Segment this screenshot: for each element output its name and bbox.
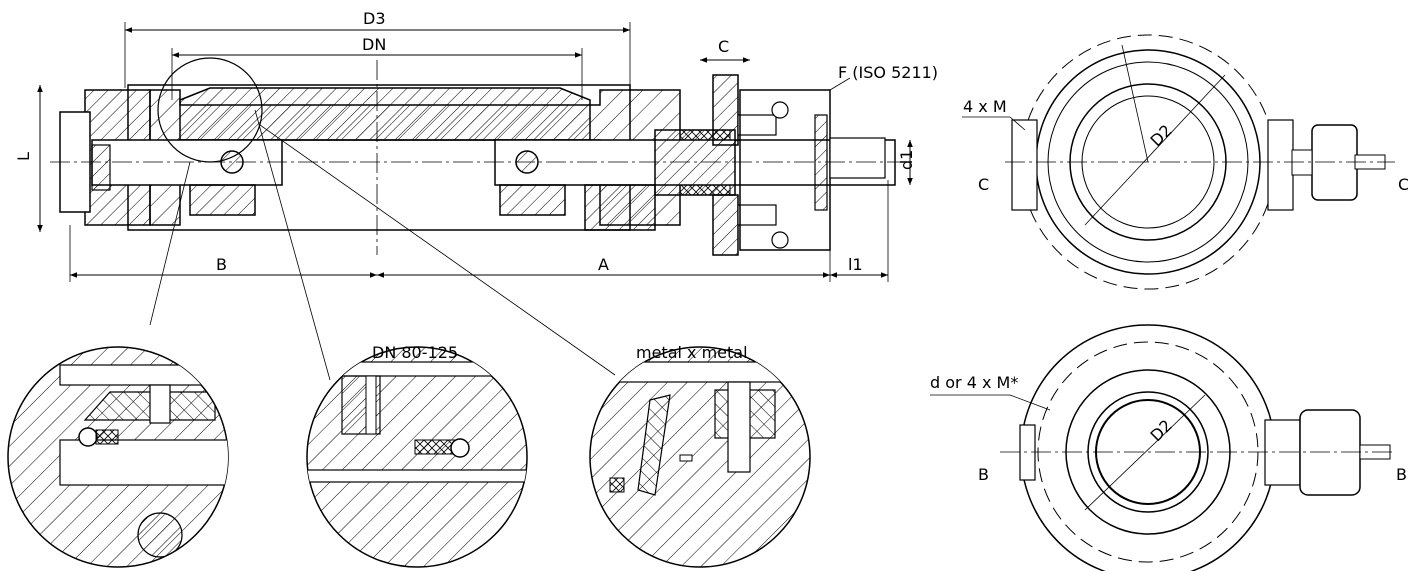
label-b-left: B <box>978 465 989 484</box>
detail-1 <box>7 346 229 568</box>
front-view-top <box>962 34 1395 290</box>
label-dn: DN <box>362 35 386 54</box>
label-a-dim: A <box>598 255 609 274</box>
label-metal-seat: metal x metal <box>636 343 748 362</box>
label-d3: D3 <box>363 9 386 28</box>
detail-2 <box>306 346 528 568</box>
label-dn-range: DN 80-125 <box>372 343 458 362</box>
label-b-dim: B <box>216 255 227 274</box>
label-l: L <box>14 152 33 161</box>
label-d2-top: D2 <box>1147 121 1176 150</box>
detail-3 <box>589 346 811 568</box>
front-view-bottom <box>930 324 1395 571</box>
label-four-m: 4 x M <box>963 97 1007 116</box>
label-d-or-m: d or 4 x M* <box>930 373 1018 392</box>
drawing-labels: D3 DN C F (ISO 5211) L d1 B A l1 DN 80-1… <box>14 9 1408 484</box>
dimension-lines <box>37 22 913 381</box>
label-b-right: B <box>1396 465 1407 484</box>
label-c-left: C <box>978 175 989 194</box>
section-view <box>50 57 905 256</box>
label-d1: d1 <box>897 150 916 170</box>
label-c-top: C <box>718 37 729 56</box>
label-d2-bottom: D2 <box>1147 416 1176 445</box>
label-f-iso: F (ISO 5211) <box>838 63 938 82</box>
label-l1: l1 <box>848 255 863 274</box>
label-c-right: C <box>1398 175 1408 194</box>
